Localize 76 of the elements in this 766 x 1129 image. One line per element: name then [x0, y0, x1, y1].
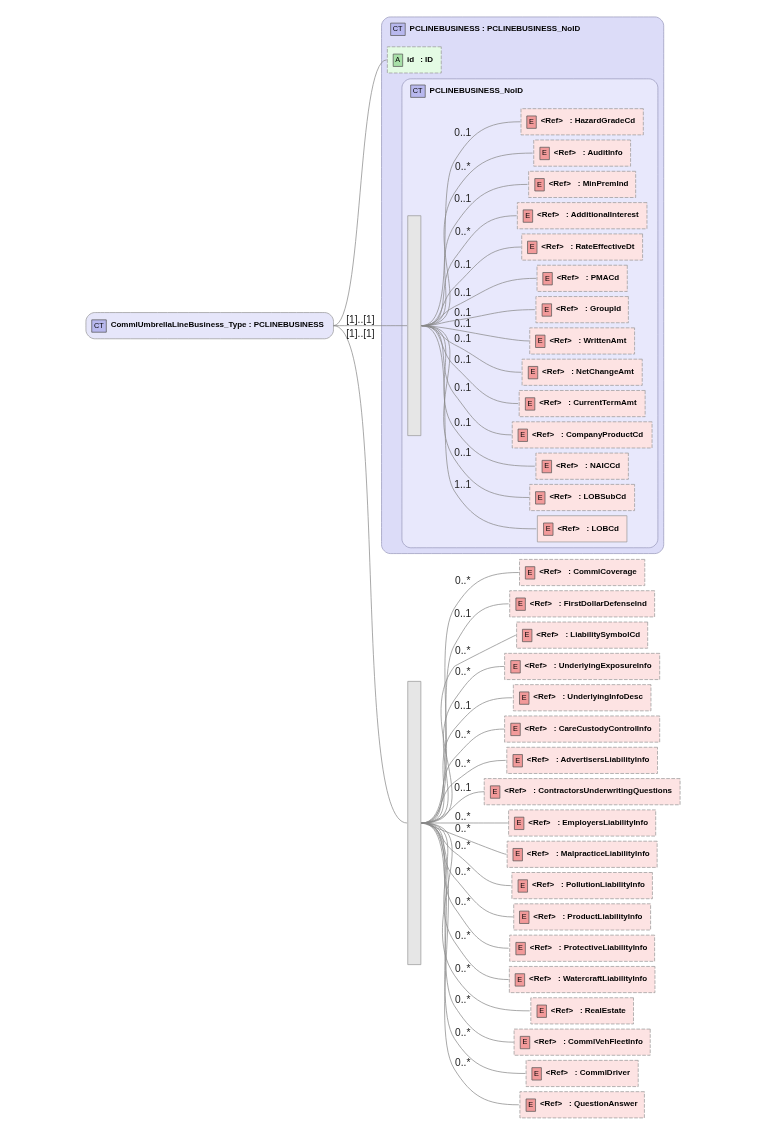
node-box: E <Ref> : CommlCoverage	[519, 559, 646, 586]
node-box: E <Ref> : CommlDriver	[525, 1060, 639, 1087]
edge-label: 0..1	[454, 782, 472, 794]
node-box: E <Ref> : ProductLiabilityInfo	[513, 903, 651, 931]
edge-label: 0..*	[455, 963, 471, 975]
edge-label: 0..*	[455, 160, 471, 172]
node-box: E <Ref> : NetChangeAmt	[521, 358, 643, 386]
edge-label: 0..*	[455, 822, 471, 834]
edge-label: [1]..[1]	[346, 313, 375, 325]
node-box: E <Ref> : WrittenAmt	[529, 327, 635, 355]
connector	[333, 325, 408, 327]
connector	[421, 121, 521, 327]
connector	[421, 822, 520, 1106]
edge-label: 0..1	[454, 447, 472, 459]
edge-label: 0..1	[454, 318, 472, 330]
edge-label: 0..1	[454, 608, 472, 620]
connector	[333, 59, 387, 327]
node-box: E <Ref> : GroupId	[535, 296, 629, 324]
node-box: E <Ref> : LOBCd	[537, 515, 628, 543]
edge-label: 0..*	[455, 645, 471, 657]
node-bar	[407, 215, 422, 436]
node-box: E <Ref> : WatercraftLiabilityInfo	[508, 966, 656, 994]
edge-label: 0..1	[454, 699, 472, 711]
node-box: E <Ref> : QuestionAnswer	[519, 1091, 645, 1119]
edge-label: 0..*	[455, 1026, 471, 1038]
node-box: E <Ref> : MinPremInd	[528, 170, 637, 198]
edge-label: 0..*	[455, 811, 471, 823]
edge-label: 0..*	[455, 994, 471, 1005]
edge-label: 0..*	[455, 1057, 471, 1069]
node-box: E <Ref> : NAICCd	[535, 452, 629, 480]
node-box: E <Ref> : CareCustodyControlInfo	[504, 715, 661, 743]
node-box: E <Ref> : PMACd	[536, 264, 628, 292]
edge-label: 0..*	[455, 575, 471, 587]
node-box: E <Ref> : ProtectiveLiabilityInfo	[509, 934, 655, 962]
edge-label: 0..*	[455, 865, 471, 877]
edge-label: 0..*	[455, 225, 471, 237]
edge-label: 0..1	[454, 382, 472, 394]
node-box: E <Ref> : ContractorsUnderwritingQuestions	[483, 778, 681, 806]
edge-label: 0..1	[454, 193, 472, 205]
edge-label: 0..1	[454, 286, 472, 298]
node-box: E <Ref> : CurrentTermAmt	[518, 390, 646, 418]
node-box: E <Ref> : EmployersLiabilityInfo	[508, 809, 657, 837]
node-box: E <Ref> : AdvertisersLiabilityInfo	[506, 746, 658, 774]
node-box: E <Ref> : RateEffectiveDt	[521, 233, 643, 261]
node-box: E <Ref> : HazardGradeCd	[520, 108, 644, 136]
node-box: E <Ref> : FirstDollarDefenseInd	[509, 590, 655, 618]
node-box: E <Ref> : MalpracticeLiabilityInfo	[506, 840, 658, 868]
node-box: E <Ref> : CompanyProductCd	[511, 421, 653, 449]
edge-label: 0..1	[454, 332, 472, 344]
node-box: E <Ref> : UnderlyingExposureInfo	[504, 652, 661, 680]
edge-label: 0..1	[454, 353, 472, 365]
connector	[421, 325, 522, 373]
connector	[333, 325, 408, 824]
edge-label: [1]..[1]	[346, 328, 375, 340]
node-box: E <Ref> : RealEstate	[530, 997, 634, 1025]
node-box: E <Ref> : UnderlyingInfoDesc	[512, 684, 652, 712]
edge-label: 0..1	[454, 306, 472, 318]
edge-label: 0..1	[454, 416, 472, 428]
edge-label: 1..1	[454, 479, 472, 491]
node-box: E <Ref> : LOBSubCd	[529, 484, 635, 511]
edge-label: 0..*	[455, 666, 471, 678]
edge-label: 0..*	[455, 728, 471, 740]
edge-label: 0..*	[455, 895, 471, 907]
node-box: A id : ID	[387, 46, 442, 74]
edge-label: 0..*	[455, 929, 471, 941]
node-box: E <Ref> : AuditInfo	[533, 139, 631, 167]
node-box: E <Ref> : PollutionLiabilityInfo	[511, 872, 653, 900]
edge-label: 0..*	[455, 758, 471, 770]
node-box: CT CommlUmbrellaLineBusiness_Type : PCLINEBUSINESS	[85, 312, 334, 340]
edge-label: 0..1	[454, 127, 472, 139]
node-box: E <Ref> : CommlVehFleetInfo	[513, 1028, 651, 1056]
node-bar	[407, 681, 422, 965]
node-box: E <Ref> : LiabilitySymbolCd	[516, 621, 649, 649]
node-box: E <Ref> : AdditionalInterest	[516, 202, 648, 230]
edge-label: 0..*	[455, 840, 471, 852]
edge-label: 0..1	[454, 258, 472, 270]
